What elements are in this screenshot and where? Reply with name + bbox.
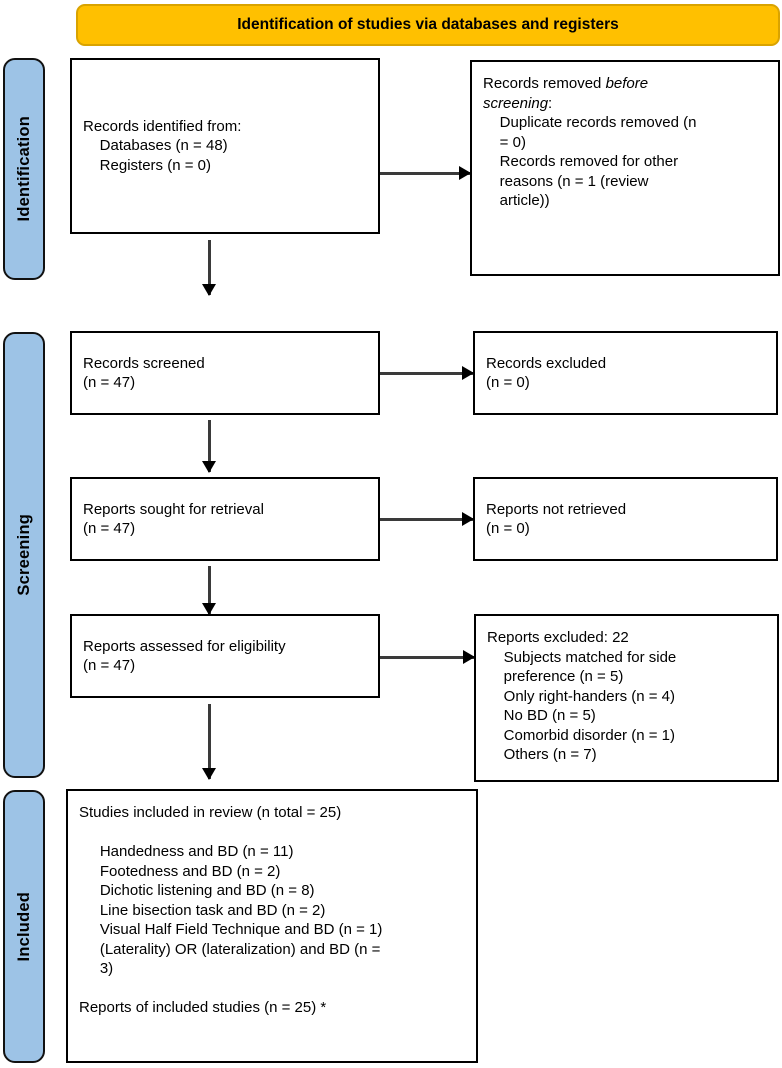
arrow-identified-to-removed [380, 172, 470, 175]
phase-label-screening: Screening [14, 514, 33, 596]
phase-label-identification: Identification [14, 116, 33, 222]
arrow-screened-to-sought [208, 420, 211, 472]
arrow-sought-to-not-retrieved [380, 518, 473, 521]
arrow-assessed-to-reports-excluded [380, 656, 474, 659]
records-removed-colon: : [548, 94, 553, 112]
box-records-excluded: Records excluded (n = 0) [473, 331, 778, 415]
box-reports-sought-text: Reports sought for retrieval (n = 47) [83, 500, 264, 538]
box-reports-sought-for-retrieval: Reports sought for retrieval (n = 47) [70, 477, 380, 561]
box-records-screened: Records screened (n = 47) [70, 331, 380, 415]
box-records-identified-text: Records identified from: Databases (n = … [83, 117, 242, 174]
phase-pill-identification: Identification [3, 58, 45, 280]
box-studies-included-text: Studies included in review (n total = 25… [79, 804, 383, 1016]
box-reports-assessed-for-eligibility: Reports assessed for eligibility (n = 47… [70, 614, 380, 698]
phase-pill-screening: Screening [3, 332, 45, 778]
arrow-sought-to-assessed [208, 566, 211, 614]
records-removed-prefix: Records removed [483, 75, 606, 92]
box-reports-not-retrieved-text: Reports not retrieved (n = 0) [486, 500, 627, 538]
records-removed-italic-before: before [605, 75, 649, 92]
arrow-assessed-to-included [208, 704, 211, 779]
phase-label-included: Included [14, 891, 33, 962]
records-removed-italic-screening: screening [483, 94, 549, 112]
records-removed-rest: Duplicate records removed (n = 0) Record… [499, 114, 697, 209]
arrow-identified-to-screened [208, 240, 211, 295]
box-studies-included-in-review: Studies included in review (n total = 25… [66, 789, 478, 1063]
box-records-identified: Records identified from: Databases (n = … [70, 58, 380, 234]
box-records-excluded-text: Records excluded (n = 0) [486, 354, 607, 392]
box-reports-excluded-text: Reports excluded: 22 Subjects matched fo… [487, 629, 677, 763]
box-records-removed-before-screening: Records removed before screening: Duplica… [470, 60, 780, 276]
box-reports-assessed-text: Reports assessed for eligibility (n = 47… [83, 637, 286, 675]
phase-pill-included: Included [3, 790, 45, 1063]
banner-title: Identification of studies via databases … [237, 16, 619, 33]
arrow-screened-to-excluded [380, 372, 473, 375]
box-records-removed-text: Records removed before screening: Duplica… [483, 62, 696, 211]
box-records-screened-text: Records screened (n = 47) [83, 354, 205, 392]
banner-identification-header: Identification of studies via databases … [76, 4, 780, 46]
box-reports-excluded: Reports excluded: 22 Subjects matched fo… [474, 614, 779, 782]
box-reports-not-retrieved: Reports not retrieved (n = 0) [473, 477, 778, 561]
